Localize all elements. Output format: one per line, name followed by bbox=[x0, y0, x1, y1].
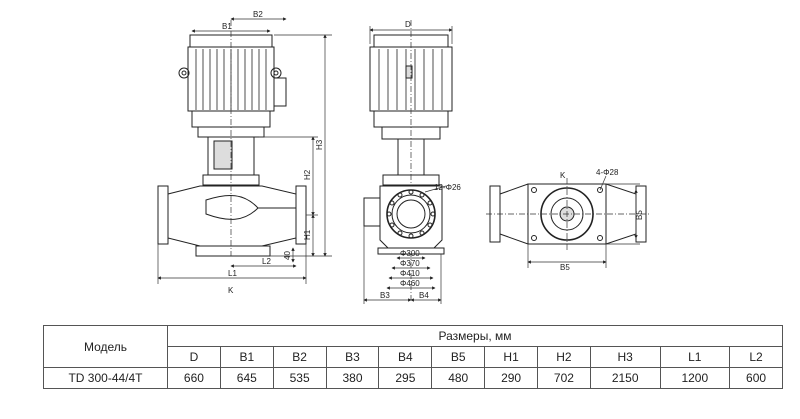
col-header: H3 bbox=[589, 346, 661, 368]
label-b5-bottom: B5 bbox=[560, 263, 570, 272]
cell-value: 295 bbox=[378, 367, 433, 389]
label-d370: Φ370 bbox=[400, 259, 420, 268]
col-header: H1 bbox=[484, 346, 539, 368]
label-l1: L1 bbox=[228, 269, 237, 278]
label-d410: Φ410 bbox=[400, 269, 420, 278]
label-h2: H2 bbox=[303, 169, 312, 180]
cell-value: 1200 bbox=[659, 367, 731, 389]
header-model: Модель bbox=[43, 325, 168, 368]
flange-bolt-holes bbox=[386, 189, 436, 239]
cell-model: TD 300-44/4T bbox=[43, 367, 168, 389]
cell-value: 702 bbox=[537, 367, 591, 389]
label-b1: B1 bbox=[222, 22, 232, 31]
cell-value: 600 bbox=[729, 367, 783, 389]
col-header: B4 bbox=[378, 346, 433, 368]
label-h3: H3 bbox=[315, 139, 324, 150]
side-view: D bbox=[363, 20, 461, 304]
col-header: B2 bbox=[272, 346, 327, 368]
col-header: L2 bbox=[729, 346, 783, 368]
cell-value: 2150 bbox=[589, 367, 661, 389]
col-header: B1 bbox=[219, 346, 274, 368]
cell-value: 480 bbox=[431, 367, 486, 389]
label-b2: B2 bbox=[253, 10, 263, 19]
col-header: D bbox=[167, 346, 221, 368]
label-k-plan: K bbox=[560, 171, 566, 180]
cell-value: 535 bbox=[272, 367, 327, 389]
header-sizes: Размеры, мм bbox=[167, 325, 783, 347]
label-d: D bbox=[405, 20, 411, 29]
cell-value: 290 bbox=[484, 367, 539, 389]
plan-view: K 4-Φ28 B5 B5 bbox=[486, 168, 650, 272]
label-k-front: K bbox=[228, 286, 234, 295]
cell-value: 645 bbox=[219, 367, 274, 389]
label-d300: Φ300 bbox=[400, 249, 420, 258]
label-flange-holes: 12-Φ26 bbox=[434, 183, 461, 192]
label-h1: H1 bbox=[303, 229, 312, 240]
table-header-row: Модель Размеры, мм bbox=[43, 325, 783, 368]
label-l2: L2 bbox=[262, 257, 271, 266]
label-b3: B3 bbox=[380, 291, 390, 300]
label-base-holes: 4-Φ28 bbox=[596, 168, 619, 177]
label-h4-40: 40 bbox=[283, 251, 292, 260]
front-view: B1 B2 H3 H2 H1 40 L2 L1 K bbox=[157, 10, 332, 295]
cell-value: 380 bbox=[325, 367, 380, 389]
table-row: TD 300-44/4T 660 645 535 380 295 480 290… bbox=[43, 367, 783, 389]
col-header: L1 bbox=[659, 346, 731, 368]
cell-value: 660 bbox=[167, 367, 221, 389]
col-header: B3 bbox=[325, 346, 380, 368]
dimensions-table: Модель Размеры, мм D B1 B2 B3 B4 B5 H1 H… bbox=[43, 325, 783, 389]
label-b4: B4 bbox=[419, 291, 429, 300]
technical-drawing: B1 B2 H3 H2 H1 40 L2 L1 K D bbox=[157, 10, 650, 304]
label-d460: Φ460 bbox=[400, 279, 420, 288]
label-b5-right: B5 bbox=[635, 210, 644, 220]
col-header: H2 bbox=[537, 346, 591, 368]
side-motor-fins bbox=[378, 49, 443, 110]
col-header: B5 bbox=[431, 346, 486, 368]
